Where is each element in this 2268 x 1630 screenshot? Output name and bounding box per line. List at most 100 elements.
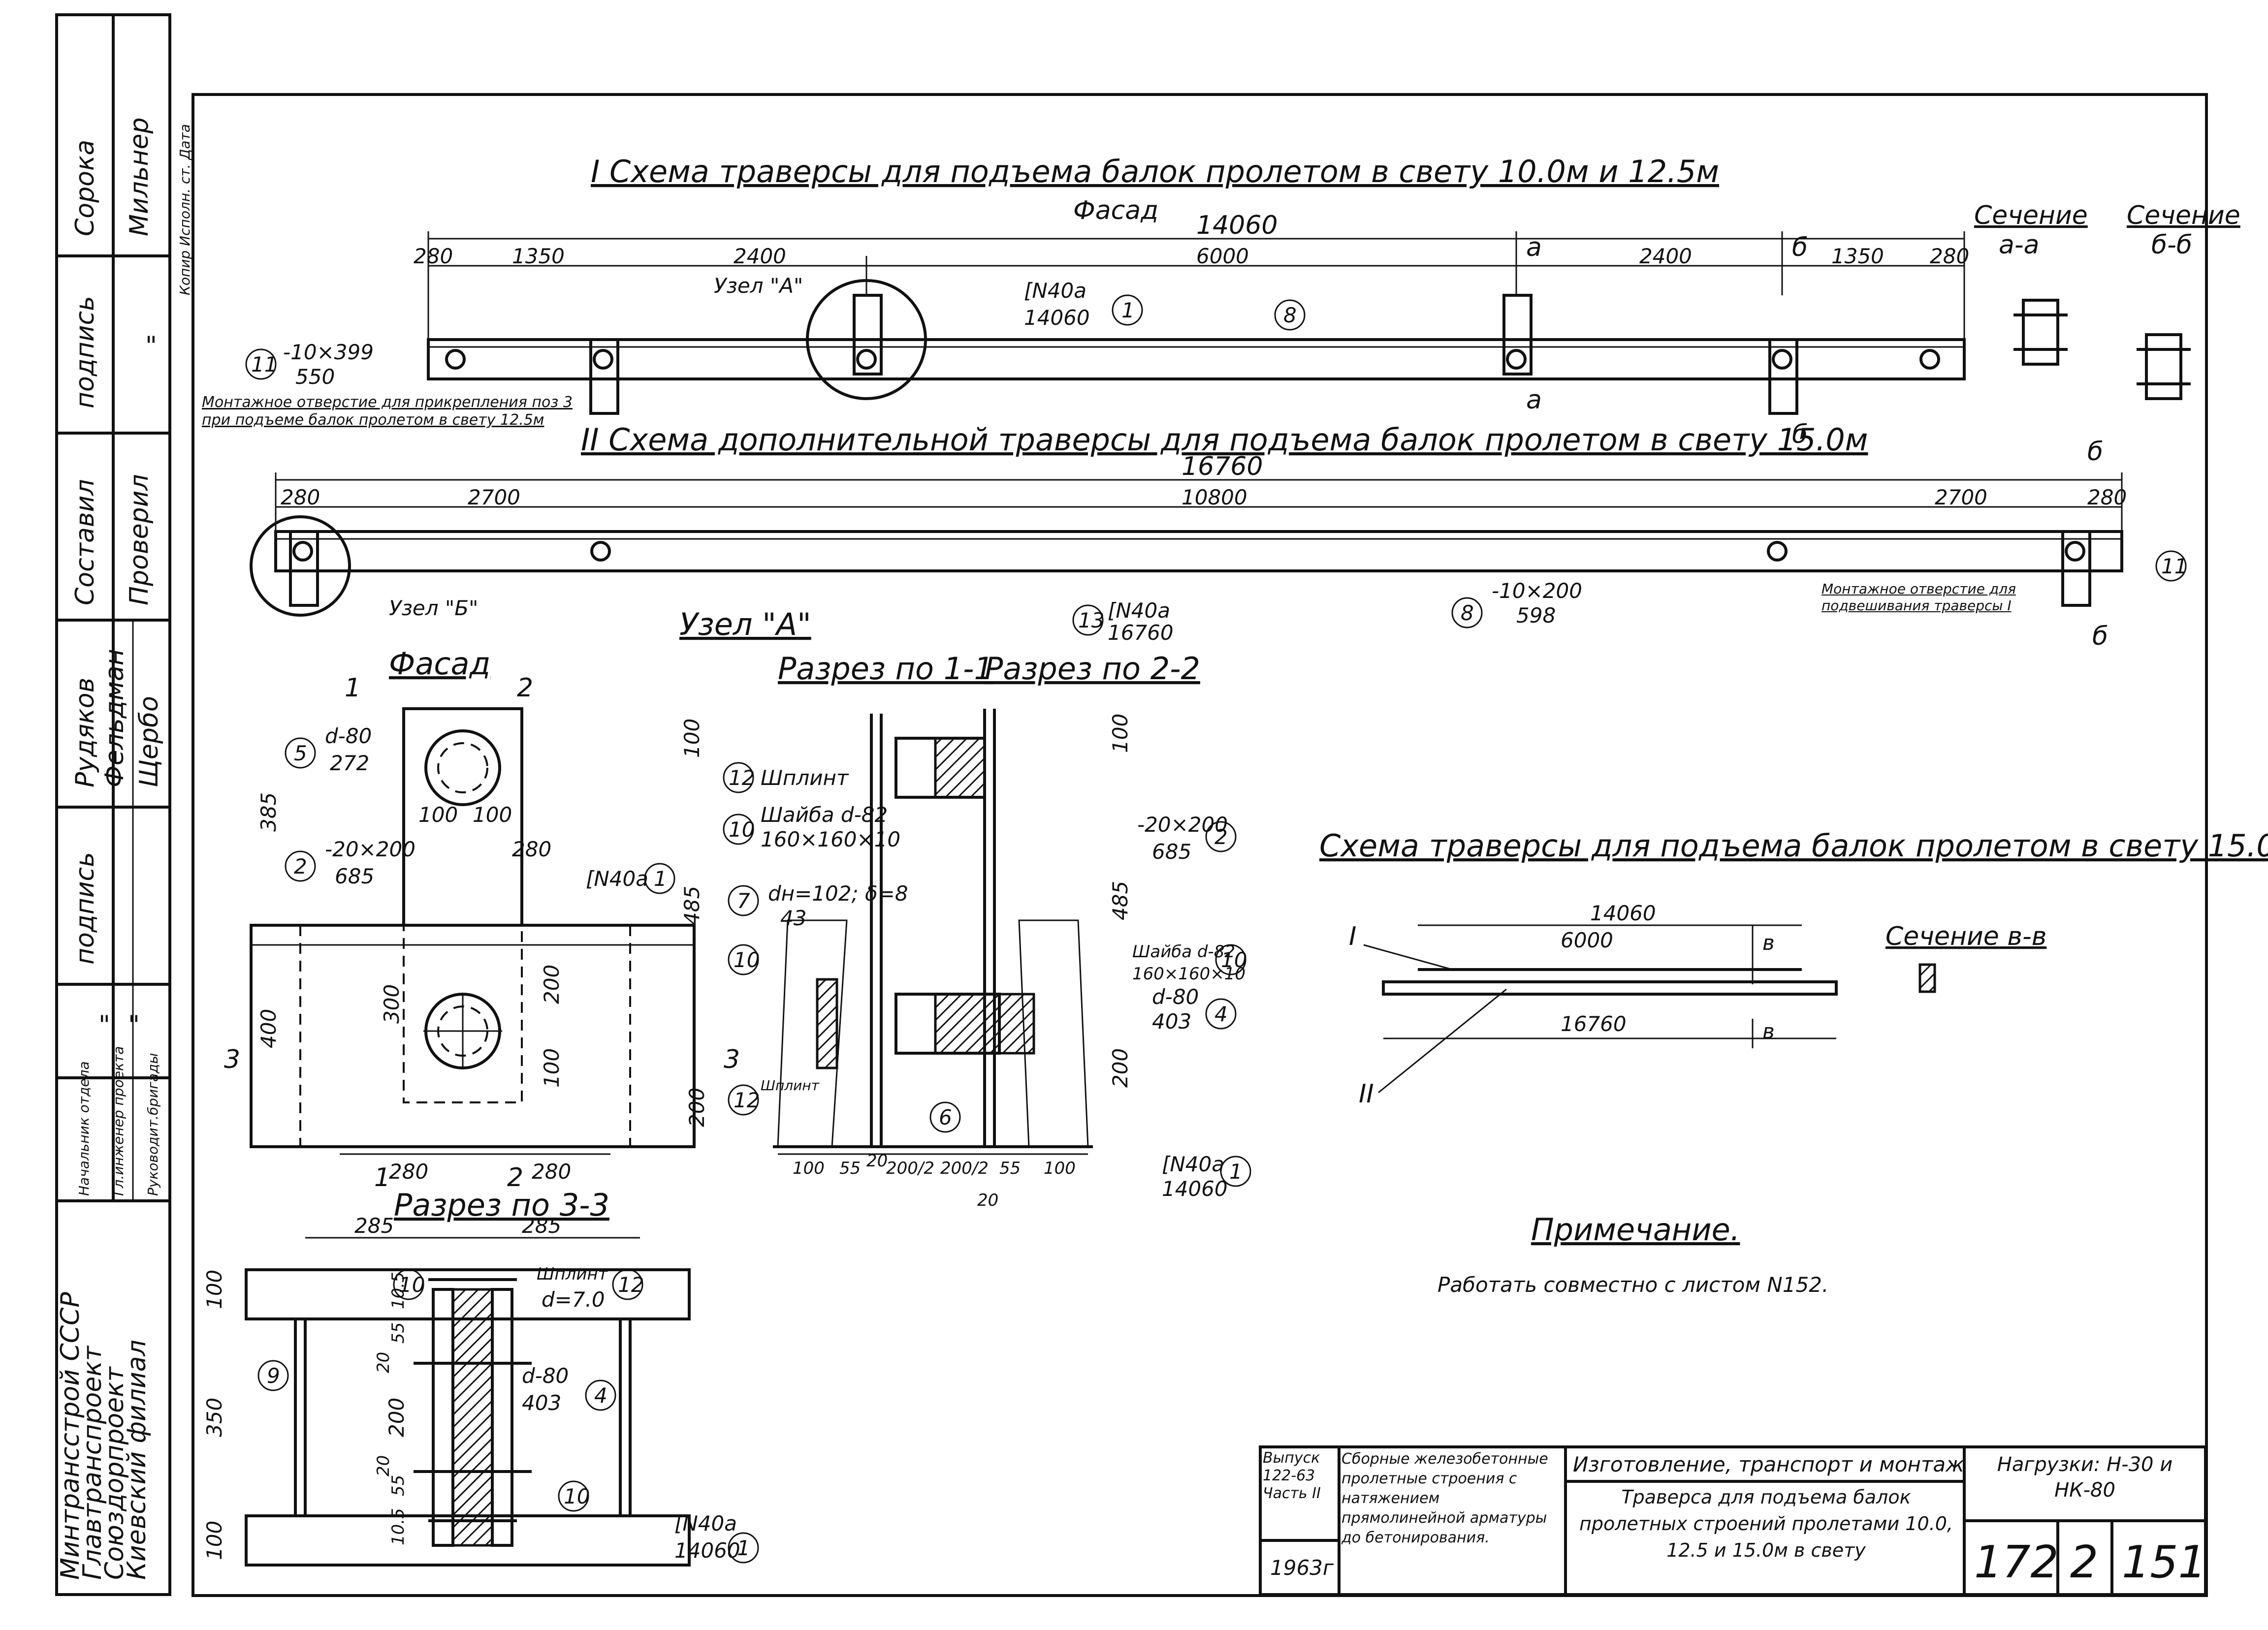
sec12-len43: 43 xyxy=(780,906,806,930)
s3-section-drawing xyxy=(1918,963,1936,993)
sec33-channel: [N40a xyxy=(674,1511,737,1536)
sec12-washer: Шайба d-82 xyxy=(761,803,888,827)
sec33-dim-285a: 285 xyxy=(354,1214,394,1238)
stamp-name-soroka: Сорока xyxy=(70,140,100,236)
sec12-washer-size: 160×160×10 xyxy=(761,827,900,851)
stamp-name-rudyakov: Рудяков xyxy=(70,678,100,787)
s1-cut-a-top: а xyxy=(1526,233,1542,262)
s2-channel: [N40a xyxy=(1108,598,1170,623)
node-a-dim-385: 385 xyxy=(256,792,281,832)
s2-plate-len: 598 xyxy=(1516,603,1556,627)
sec12-dim-b100a: 100 xyxy=(793,1159,825,1178)
tb-vypusk: Выпуск 122-63 Часть II xyxy=(1263,1449,1321,1502)
sec33-dim-105b: 10.5 xyxy=(388,1508,408,1545)
s1-dim-1350b: 1350 xyxy=(1831,244,1884,268)
sec12-shplint-left: Шплинт xyxy=(761,1077,820,1094)
node-a-dim-100v: 100 xyxy=(680,719,704,758)
node-a-pos-2: 2 xyxy=(294,854,307,878)
stamp-ditto-3: " xyxy=(128,1010,140,1040)
node-a-dim-100b: 100 xyxy=(540,1048,564,1088)
s1-dim-left-end: 280 xyxy=(414,244,453,268)
section-bb-title: Сечение xyxy=(2127,201,2240,230)
sec33-d70: d=7.0 xyxy=(542,1287,605,1312)
s1-plate: -10×399 xyxy=(283,340,374,364)
stamp-ditto-2: " xyxy=(98,1010,110,1040)
s2-pos-13: 13 xyxy=(1078,608,1104,632)
sec12-washer-right: Шайба d-82 xyxy=(1132,942,1235,962)
tb-num-172: 172 xyxy=(1974,1536,2059,1588)
sec33-dim-55a: 55 xyxy=(388,1322,408,1344)
node-a-dim-280b: 280 xyxy=(532,1160,571,1184)
section-3-3: Разрез по 3-3 285 285 100 350 100 10.5 2… xyxy=(202,1187,759,1567)
node-a-len685: 685 xyxy=(335,864,374,888)
title-block: Выпуск 122-63 Часть II 1963г Сборные жел… xyxy=(1259,1445,2207,1596)
sec33-pos-9: 9 xyxy=(267,1364,280,1388)
s1-dim-1350a: 1350 xyxy=(512,244,565,268)
node-a-cut-1-bottom: 1 xyxy=(374,1163,390,1192)
node-a-dim-100b: 100 xyxy=(473,803,512,827)
s2-cut-b-left: б xyxy=(1792,420,1808,449)
node-a-dim-100a: 100 xyxy=(418,803,458,827)
tb-drawing-name: Траверса для подъема балок пролетных стр… xyxy=(1579,1486,1953,1561)
s3-dim-bot: 16760 xyxy=(1561,1012,1627,1036)
sec12-channel: [N40a xyxy=(1162,1152,1224,1176)
node-a-dim-280a: 280 xyxy=(389,1160,428,1184)
sec33-dim-200: 200 xyxy=(384,1398,409,1437)
sec33-shplint: Шплинт xyxy=(537,1264,608,1284)
stamp-name-shcherbo: Щербо xyxy=(134,696,164,787)
tb-num-151: 151 xyxy=(2122,1536,2206,1588)
org-kiev-branch: Киевский филиал xyxy=(122,1340,152,1580)
sec12-dim-b55b: 55 xyxy=(999,1159,1021,1178)
sec33-pos-4: 4 xyxy=(594,1383,607,1408)
sec12-title-1: Разрез по 1-1 xyxy=(778,651,993,687)
stamp-chief-engineer: Гл.инженер проекта xyxy=(110,1046,127,1196)
sec12-pos-12-left: 12 xyxy=(734,1088,760,1112)
s2-dim-right-end: 280 xyxy=(2087,485,2127,509)
stamp-team-leader: Руководит.бригады xyxy=(145,1053,161,1196)
s2-pos-11: 11 xyxy=(2161,554,2187,578)
sec12-pipe: dн=102; δ=8 xyxy=(768,881,908,906)
org-soyuzdorproekt: Союздорпроект xyxy=(100,1366,129,1580)
sec12-dim-b100b: 100 xyxy=(1044,1159,1076,1178)
scheme-2-title: II Схема дополнительной траверсы для под… xyxy=(581,422,1868,458)
s2-cut-b-top: б xyxy=(2087,437,2103,467)
scheme-3: Схема траверсы для подъема балок пролето… xyxy=(1319,828,2268,1109)
note-block: Примечание. Работать совместно с листом … xyxy=(1437,1212,1828,1297)
s2-dim-2700a: 2700 xyxy=(468,485,520,509)
s1-channel: [N40a xyxy=(1024,279,1086,303)
s3-label-i: I xyxy=(1349,922,1356,951)
node-a-facade: Узел "А" Фасад 5 d-80 272 2 -20×200 685 … xyxy=(224,606,811,1192)
node-a-pos-1: 1 xyxy=(654,867,667,891)
node-a-facade-title: Фасад xyxy=(389,646,490,682)
s2-mounting-hole-note: Монтажное отверстие для подвешивания тра… xyxy=(1821,581,2016,614)
sec12-len685: 685 xyxy=(1152,840,1191,864)
sec12-pos-10-left: 10 xyxy=(734,948,760,972)
left-stamp: Сорока подпись Составил Рудяков подпись … xyxy=(55,13,193,1596)
node-a-dim-300: 300 xyxy=(380,984,404,1024)
sec12-dim-485: 485 xyxy=(1108,881,1132,920)
sec12-dim-b20: 20 xyxy=(866,1151,888,1171)
s1-node-a-label: Узел "А" xyxy=(714,274,803,298)
section-bb-label: б-б xyxy=(2151,230,2192,260)
node-a-d80: d-80 xyxy=(325,724,372,748)
node-a-cut-2-bottom: 2 xyxy=(507,1163,523,1192)
s3-lower-beam xyxy=(1382,980,1838,996)
section-aa-drawing xyxy=(2022,299,2059,366)
tb-project: Сборные железобетонные пролетные строени… xyxy=(1342,1450,1548,1546)
s1-channel-len: 14060 xyxy=(1024,306,1090,330)
sec33-dim-350: 350 xyxy=(202,1398,226,1437)
node-a-pos-5: 5 xyxy=(294,741,307,765)
s1-plate-len: 550 xyxy=(295,365,335,389)
s1-dim-total: 14060 xyxy=(1196,211,1278,240)
sec12-dim-b200a: 200/2 xyxy=(886,1159,934,1178)
stamp-name-milner: Мильнер xyxy=(125,117,154,236)
sec33-dim-100b: 100 xyxy=(202,1521,226,1560)
node-a-cut-1-top: 1 xyxy=(345,673,361,703)
node-a-title: Узел "А" xyxy=(679,606,811,642)
s1-cut-b-top: б xyxy=(1792,233,1808,262)
org-ministry: Минтрансстрой СССР xyxy=(56,1292,85,1580)
s3-section-title: Сечение в-в xyxy=(1885,922,2046,951)
s1-pos-1: 1 xyxy=(1121,298,1135,322)
sec12-dim-b20b: 20 xyxy=(977,1191,998,1210)
